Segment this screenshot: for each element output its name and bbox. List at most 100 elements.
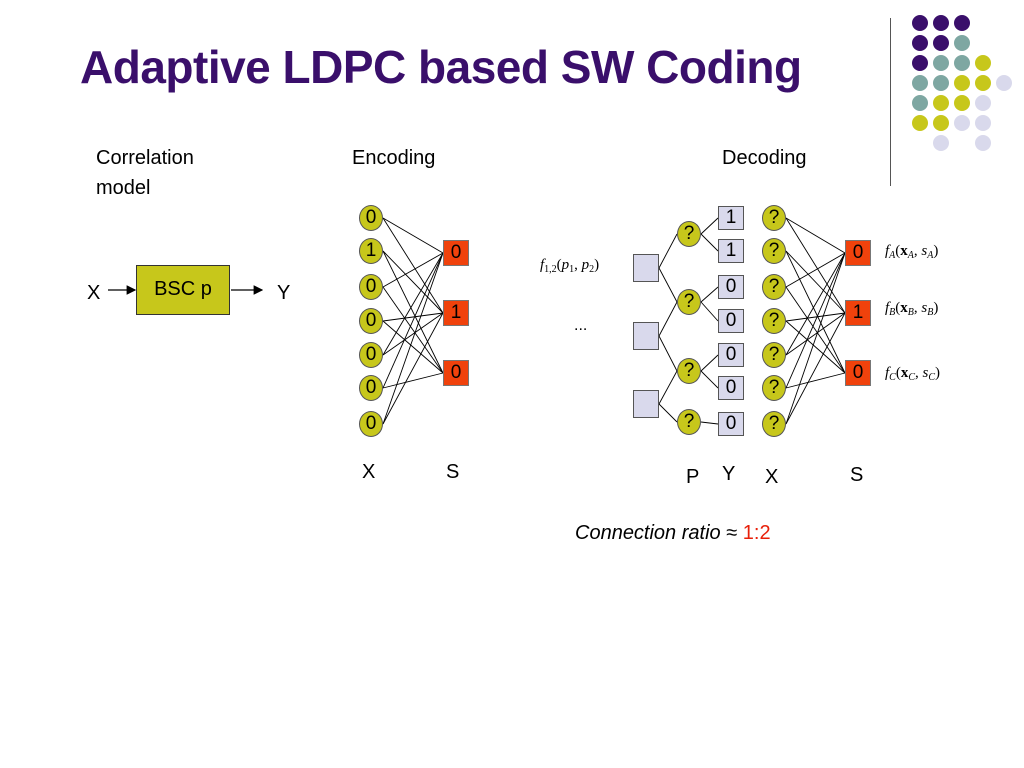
y-node: 0	[718, 343, 744, 367]
decoding-x-s-edge	[785, 312, 846, 322]
encoding-edge	[382, 252, 444, 288]
decoding-x-s-edge	[785, 217, 846, 254]
decoding-heading: Decoding	[722, 147, 807, 169]
encoding-x-node: 0	[359, 308, 383, 334]
y-node: 0	[718, 412, 744, 436]
decoding-x-node: ?	[762, 238, 786, 264]
bsc-box: BSC p	[136, 265, 230, 315]
decoding-x-s-edge	[785, 217, 846, 314]
decoding-x-s-edge	[785, 252, 846, 389]
y-node: 1	[718, 206, 744, 230]
encoding-s-node: 1	[443, 300, 469, 326]
decoding-x-node: ?	[762, 274, 786, 300]
encoding-heading: Encoding	[352, 147, 436, 169]
p-factor-function: f1,2(p1, p2)	[540, 257, 600, 275]
s-function-c: fC(xC, sC)	[885, 365, 941, 383]
encoding-s-node: 0	[443, 360, 469, 386]
p-factor-node	[633, 254, 659, 282]
decor-dot	[912, 35, 928, 51]
encoding-edge	[382, 312, 444, 356]
p-y-edge	[700, 301, 719, 322]
p-y-edge	[700, 354, 719, 372]
decoding-s-label: S	[850, 464, 864, 486]
decor-dot	[954, 115, 970, 131]
decoding-x-s-edge	[785, 312, 846, 356]
approx-symbol: ≈	[726, 522, 738, 544]
encoding-edge	[382, 250, 444, 314]
decoding-x-label: X	[765, 466, 779, 488]
correlation-heading: Correlation model	[96, 143, 194, 203]
factor-edge	[658, 267, 678, 303]
encoding-x-node: 1	[359, 238, 383, 264]
decor-dot	[954, 95, 970, 111]
decoding-x-node: ?	[762, 308, 786, 334]
factor-edge	[658, 335, 678, 372]
decor-dot	[975, 115, 991, 131]
p-y-edge	[700, 233, 719, 252]
decor-dot	[912, 115, 928, 131]
decor-dot	[975, 95, 991, 111]
encoding-edge	[382, 217, 444, 314]
decor-dot	[912, 15, 928, 31]
decor-dot	[933, 35, 949, 51]
p-variable-node: ?	[677, 409, 701, 435]
factor-edge	[658, 370, 678, 405]
decoding-x-s-edge	[785, 312, 846, 425]
decor-dot	[975, 55, 991, 71]
title-divider	[890, 18, 891, 186]
encoding-x-node: 0	[359, 205, 383, 231]
correlation-heading-line2: model	[96, 177, 151, 199]
p-y-edge	[700, 217, 719, 235]
s-function-a: fA(xA, sA)	[885, 243, 939, 261]
encoding-edge	[382, 372, 444, 389]
factor-edge	[658, 301, 678, 337]
decor-dot	[954, 35, 970, 51]
y-node: 0	[718, 275, 744, 299]
decoding-s-node: 1	[845, 300, 871, 326]
decor-dot	[954, 15, 970, 31]
decoding-x-s-edge	[785, 250, 846, 374]
encoding-s-label: S	[446, 461, 460, 483]
decor-dot	[975, 135, 991, 151]
encoding-edge	[382, 252, 444, 425]
s-function-b: fB(xB, sB)	[885, 300, 939, 318]
decor-dot	[933, 95, 949, 111]
encoding-x-node: 0	[359, 342, 383, 368]
factor-edge	[658, 403, 678, 423]
p-y-edge	[700, 421, 719, 425]
encoding-edge	[382, 312, 444, 322]
decor-dot	[933, 75, 949, 91]
p-factor-node	[633, 322, 659, 350]
y-node: 0	[718, 309, 744, 333]
decor-dot	[912, 75, 928, 91]
decoding-x-node: ?	[762, 375, 786, 401]
bsc-output-label: Y	[277, 282, 291, 304]
decoding-x-s-edge	[785, 372, 846, 389]
ellipsis: ...	[574, 317, 588, 334]
decoding-s-node: 0	[845, 360, 871, 386]
decor-dot	[933, 135, 949, 151]
encoding-edge	[382, 320, 444, 374]
p-variable-node: ?	[677, 289, 701, 315]
decor-dot	[933, 15, 949, 31]
p-y-edge	[700, 370, 719, 389]
decoding-x-s-edge	[785, 252, 846, 425]
connection-ratio-text: Connection ratio	[575, 522, 721, 544]
decoding-p-label: P	[686, 466, 700, 488]
encoding-x-label: X	[362, 461, 376, 483]
decoding-x-node: ?	[762, 342, 786, 368]
decor-dot	[912, 95, 928, 111]
p-factor-node	[633, 390, 659, 418]
factor-edge	[658, 233, 678, 269]
p-variable-node: ?	[677, 358, 701, 384]
decoding-x-s-edge	[785, 286, 846, 374]
decor-dot	[954, 75, 970, 91]
encoding-s-node: 0	[443, 240, 469, 266]
decoding-y-label: Y	[722, 463, 736, 485]
decoding-x-s-edge	[785, 252, 846, 356]
p-y-edge	[700, 286, 719, 303]
decoding-x-s-edge	[785, 320, 846, 374]
encoding-x-node: 0	[359, 375, 383, 401]
connection-ratio-value: 1:2	[742, 522, 771, 544]
